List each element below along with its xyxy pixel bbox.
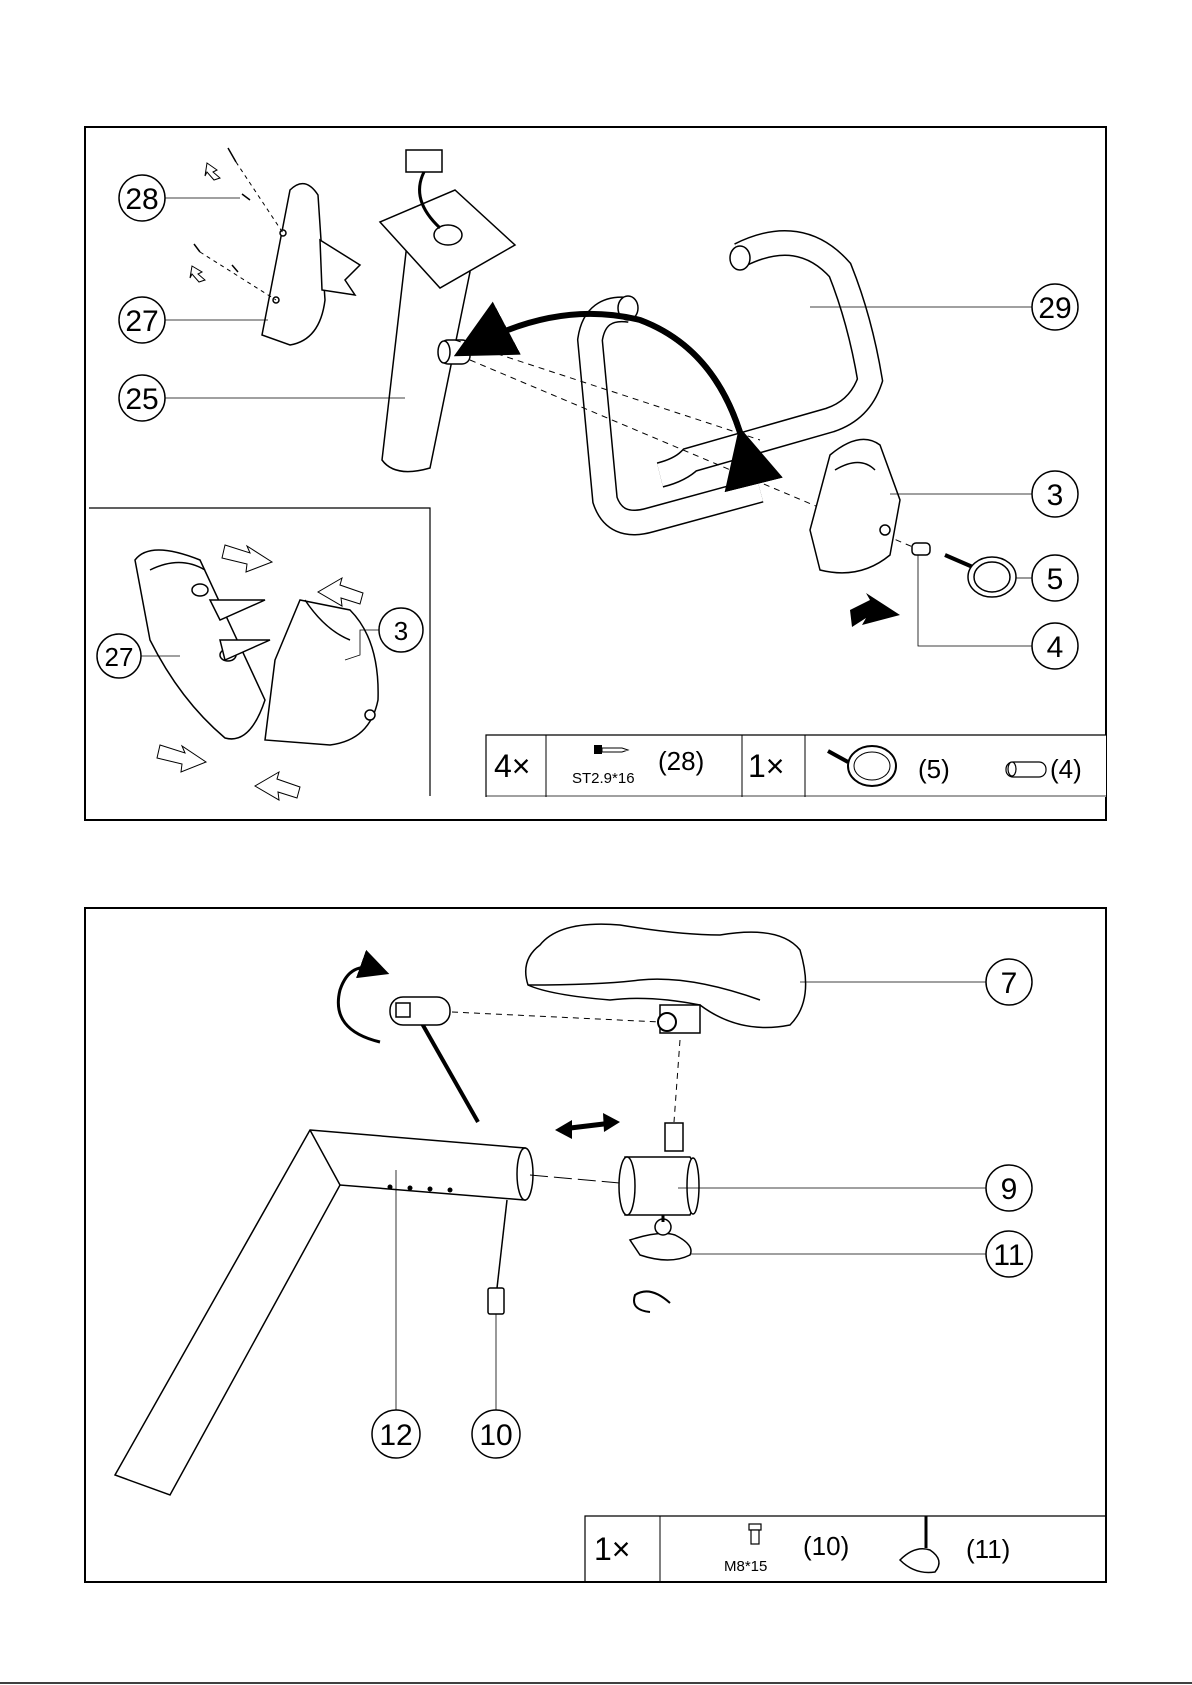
inset-callout-27: 27 <box>97 634 141 678</box>
callout-5: 5 <box>1032 555 1078 601</box>
callout-28: 28 <box>119 175 165 221</box>
callout-10: 10 <box>472 1410 520 1458</box>
callout-12: 12 <box>372 1410 420 1458</box>
shroud-cover-left <box>262 184 360 345</box>
callout-25: 25 <box>119 375 165 421</box>
step-panel-1: 28 27 25 29 3 5 4 27 <box>85 127 1106 820</box>
svg-text:27: 27 <box>105 642 134 672</box>
knob <box>945 555 1016 597</box>
qty-label: 1× <box>748 748 784 784</box>
svg-text:3: 3 <box>1047 479 1064 512</box>
step-panel-2: 7 9 11 12 10 1× M8*15 (10) <box>85 908 1106 1582</box>
callout-29: 29 <box>1032 284 1078 330</box>
bolt-icon <box>749 1524 761 1544</box>
direction-arrow-icon <box>555 1113 620 1139</box>
svg-text:11: 11 <box>993 1239 1024 1272</box>
svg-text:28: 28 <box>125 183 158 216</box>
saddle <box>526 924 806 1033</box>
qty-label: 1× <box>594 1531 630 1567</box>
hardware-table-1: 4× ST2.9*16 (28) 1× (5) (4) <box>486 735 1106 797</box>
bushing-ref: (4) <box>1050 754 1082 784</box>
svg-text:3: 3 <box>394 616 408 646</box>
bolt-spec: M8*15 <box>724 1558 767 1575</box>
svg-text:25: 25 <box>125 383 158 416</box>
shroud-cover-right <box>810 439 900 572</box>
svg-text:4: 4 <box>1047 631 1064 664</box>
upright-post <box>380 150 515 472</box>
rotate-arrow-icon <box>338 968 380 1043</box>
bushing <box>912 543 930 555</box>
inset-callout-3: 3 <box>379 608 423 652</box>
screw-spec: ST2.9*16 <box>572 770 635 787</box>
bolt-ref: (10) <box>803 1531 849 1561</box>
knob-ref: (5) <box>918 754 950 784</box>
callout-9: 9 <box>986 1165 1032 1211</box>
svg-text:29: 29 <box>1038 292 1071 325</box>
inset-shroud-right <box>265 600 378 745</box>
bushing-icon <box>1006 762 1046 777</box>
callout-27: 27 <box>119 297 165 343</box>
direction-arrow-icon <box>190 163 220 282</box>
star-knob-icon <box>900 1516 939 1573</box>
snap-ring <box>634 1291 670 1312</box>
callout-11: 11 <box>986 1231 1032 1277</box>
callout-4: 4 <box>1032 623 1078 669</box>
star-knob <box>630 1215 691 1260</box>
callout-3: 3 <box>1032 471 1078 517</box>
svg-text:12: 12 <box>379 1419 412 1452</box>
direction-arrow-icon <box>850 593 900 627</box>
hardware-table-2: 1× M8*15 (10) (11) <box>585 1516 1106 1582</box>
hex-key-icon <box>390 997 478 1122</box>
seat-clamp <box>619 1123 699 1215</box>
seat-post <box>115 1130 533 1495</box>
callout-7: 7 <box>986 959 1032 1005</box>
inset-shroud-left <box>135 550 270 739</box>
svg-text:10: 10 <box>479 1419 512 1452</box>
bolt <box>488 1200 507 1314</box>
svg-text:5: 5 <box>1047 563 1064 596</box>
svg-text:7: 7 <box>1001 967 1018 1000</box>
knob-ref: (11) <box>966 1534 1010 1564</box>
svg-text:9: 9 <box>1001 1173 1018 1206</box>
qty-label: 4× <box>494 748 530 784</box>
svg-text:27: 27 <box>125 305 158 338</box>
screw-ref: (28) <box>658 746 704 776</box>
